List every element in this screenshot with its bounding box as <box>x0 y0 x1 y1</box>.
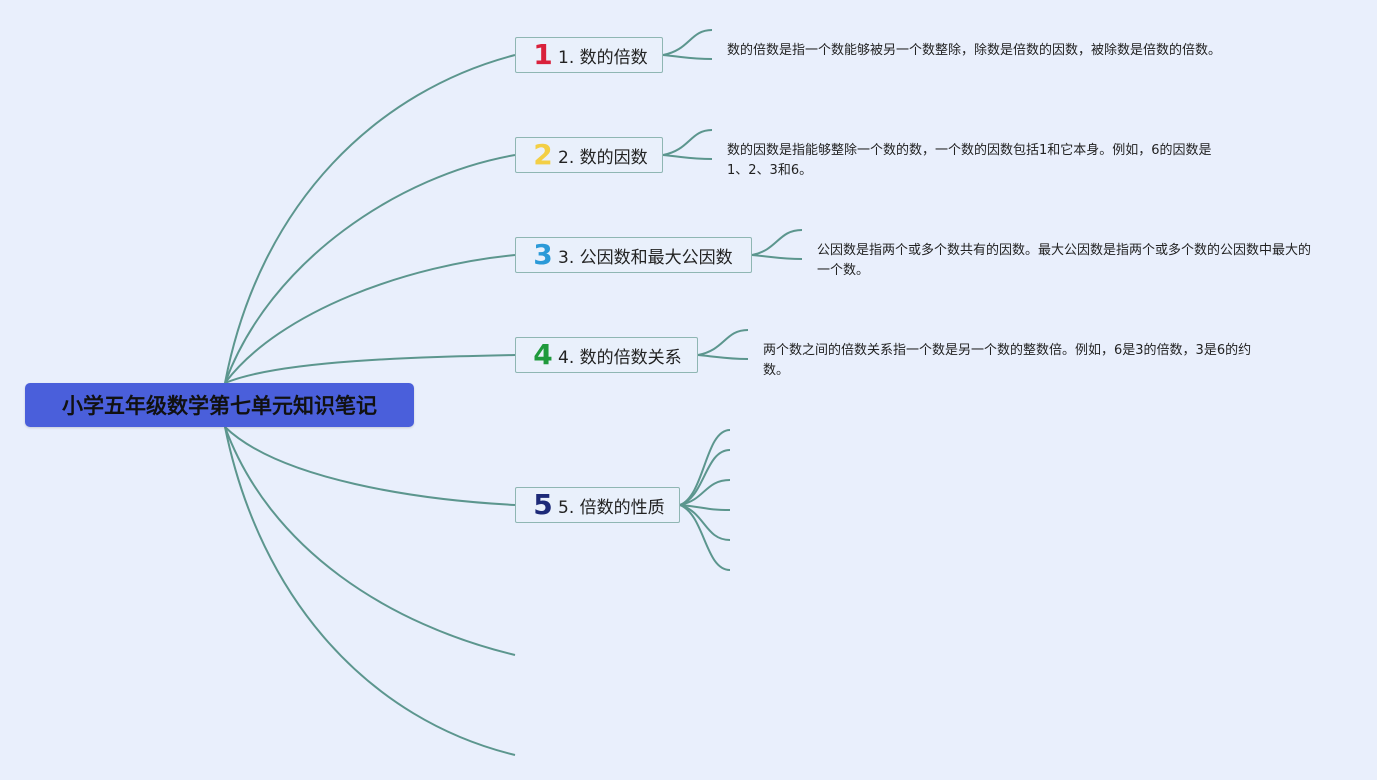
topic-1-label: 1. 数的倍数 <box>558 47 648 68</box>
note-link-4a <box>697 329 749 356</box>
branch-line-5 <box>224 426 516 506</box>
branch-line-6 <box>224 426 516 656</box>
note-link-3a <box>751 229 803 256</box>
fan-link-5c <box>679 479 731 506</box>
branch-line-2 <box>224 154 516 384</box>
fan-link-5a <box>679 429 731 506</box>
topic-5-label: 5. 倍数的性质 <box>558 497 665 518</box>
number-2-icon: 2 <box>533 138 553 171</box>
fan-link-5b <box>679 449 731 506</box>
topic-5[interactable]: 5 5. 倍数的性质 <box>515 487 680 523</box>
topic-1[interactable]: 1 1. 数的倍数 <box>515 37 663 73</box>
number-4-icon: 4 <box>533 338 553 371</box>
note-link-4b <box>697 354 749 360</box>
note-link-1a <box>662 29 713 56</box>
topic-4-note: 两个数之间的倍数关系指一个数是另一个数的整数倍。例如，6是3的倍数，3是6的约数… <box>763 343 1252 378</box>
note-link-2b <box>662 154 713 160</box>
root-topic-label: 小学五年级数学第七单元知识笔记 <box>62 394 377 418</box>
topic-3-label: 3. 公因数和最大公因数 <box>558 247 733 268</box>
number-5-icon: 5 <box>533 488 553 521</box>
branch-line-1 <box>224 54 516 384</box>
fan-link-5f <box>679 504 731 571</box>
number-1-icon: 1 <box>533 38 553 71</box>
number-3-icon: 3 <box>533 238 553 271</box>
fan-link-5d <box>679 504 731 511</box>
topic-2-note: 数的因数是指能够整除一个数的数，一个数的因数包括1和它本身。例如，6的因数是1、… <box>727 143 1212 178</box>
topic-2-label: 2. 数的因数 <box>558 147 648 168</box>
topic-1-note: 数的倍数是指一个数能够被另一个数整除，除数是倍数的因数，被除数是倍数的倍数。 <box>727 43 1222 58</box>
topic-4-label: 4. 数的倍数关系 <box>558 347 682 368</box>
branch-line-7 <box>224 426 516 756</box>
topic-4[interactable]: 4 4. 数的倍数关系 <box>515 337 698 373</box>
topic-2[interactable]: 2 2. 数的因数 <box>515 137 663 173</box>
note-link-1b <box>662 54 713 60</box>
topic-3[interactable]: 3 3. 公因数和最大公因数 <box>515 237 752 273</box>
note-link-2a <box>662 129 713 156</box>
root-topic[interactable]: 小学五年级数学第七单元知识笔记 <box>25 383 414 427</box>
topic-3-note: 公因数是指两个或多个数共有的因数。最大公因数是指两个或多个数的公因数中最大的一个… <box>817 243 1312 278</box>
branch-line-3 <box>224 254 516 384</box>
note-link-3b <box>751 254 803 260</box>
branch-line-4 <box>224 354 516 384</box>
